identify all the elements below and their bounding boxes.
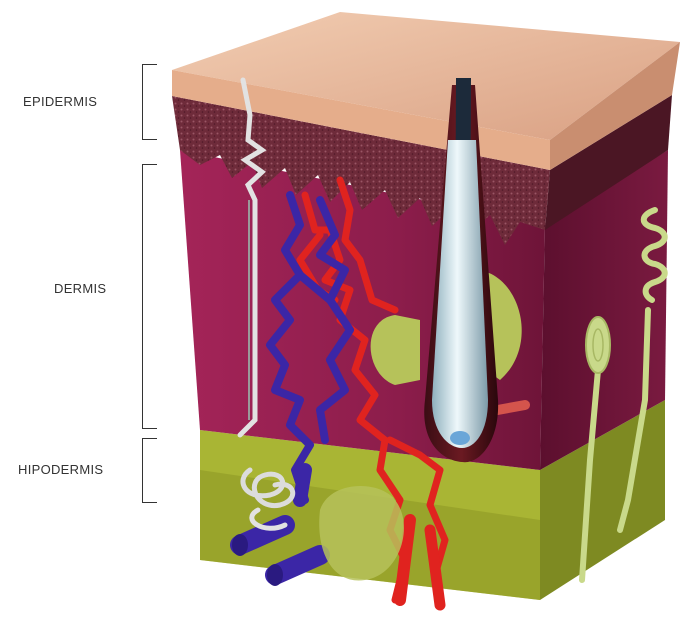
- hypodermis-label: HIPODERMIS: [18, 462, 103, 477]
- dermis-bracket: [142, 164, 157, 429]
- dermis-label: DERMIS: [54, 281, 106, 296]
- vein-stub-1-end: [232, 534, 248, 556]
- vein-trunk: [300, 470, 305, 500]
- hair-papilla: [450, 431, 470, 445]
- epidermis-bracket: [142, 64, 157, 140]
- epidermis-label: EPIDERMIS: [23, 94, 97, 109]
- hypodermis-bracket: [142, 438, 157, 503]
- pacinian-corpuscle: [586, 317, 610, 373]
- vein-stub-2-end: [267, 564, 283, 586]
